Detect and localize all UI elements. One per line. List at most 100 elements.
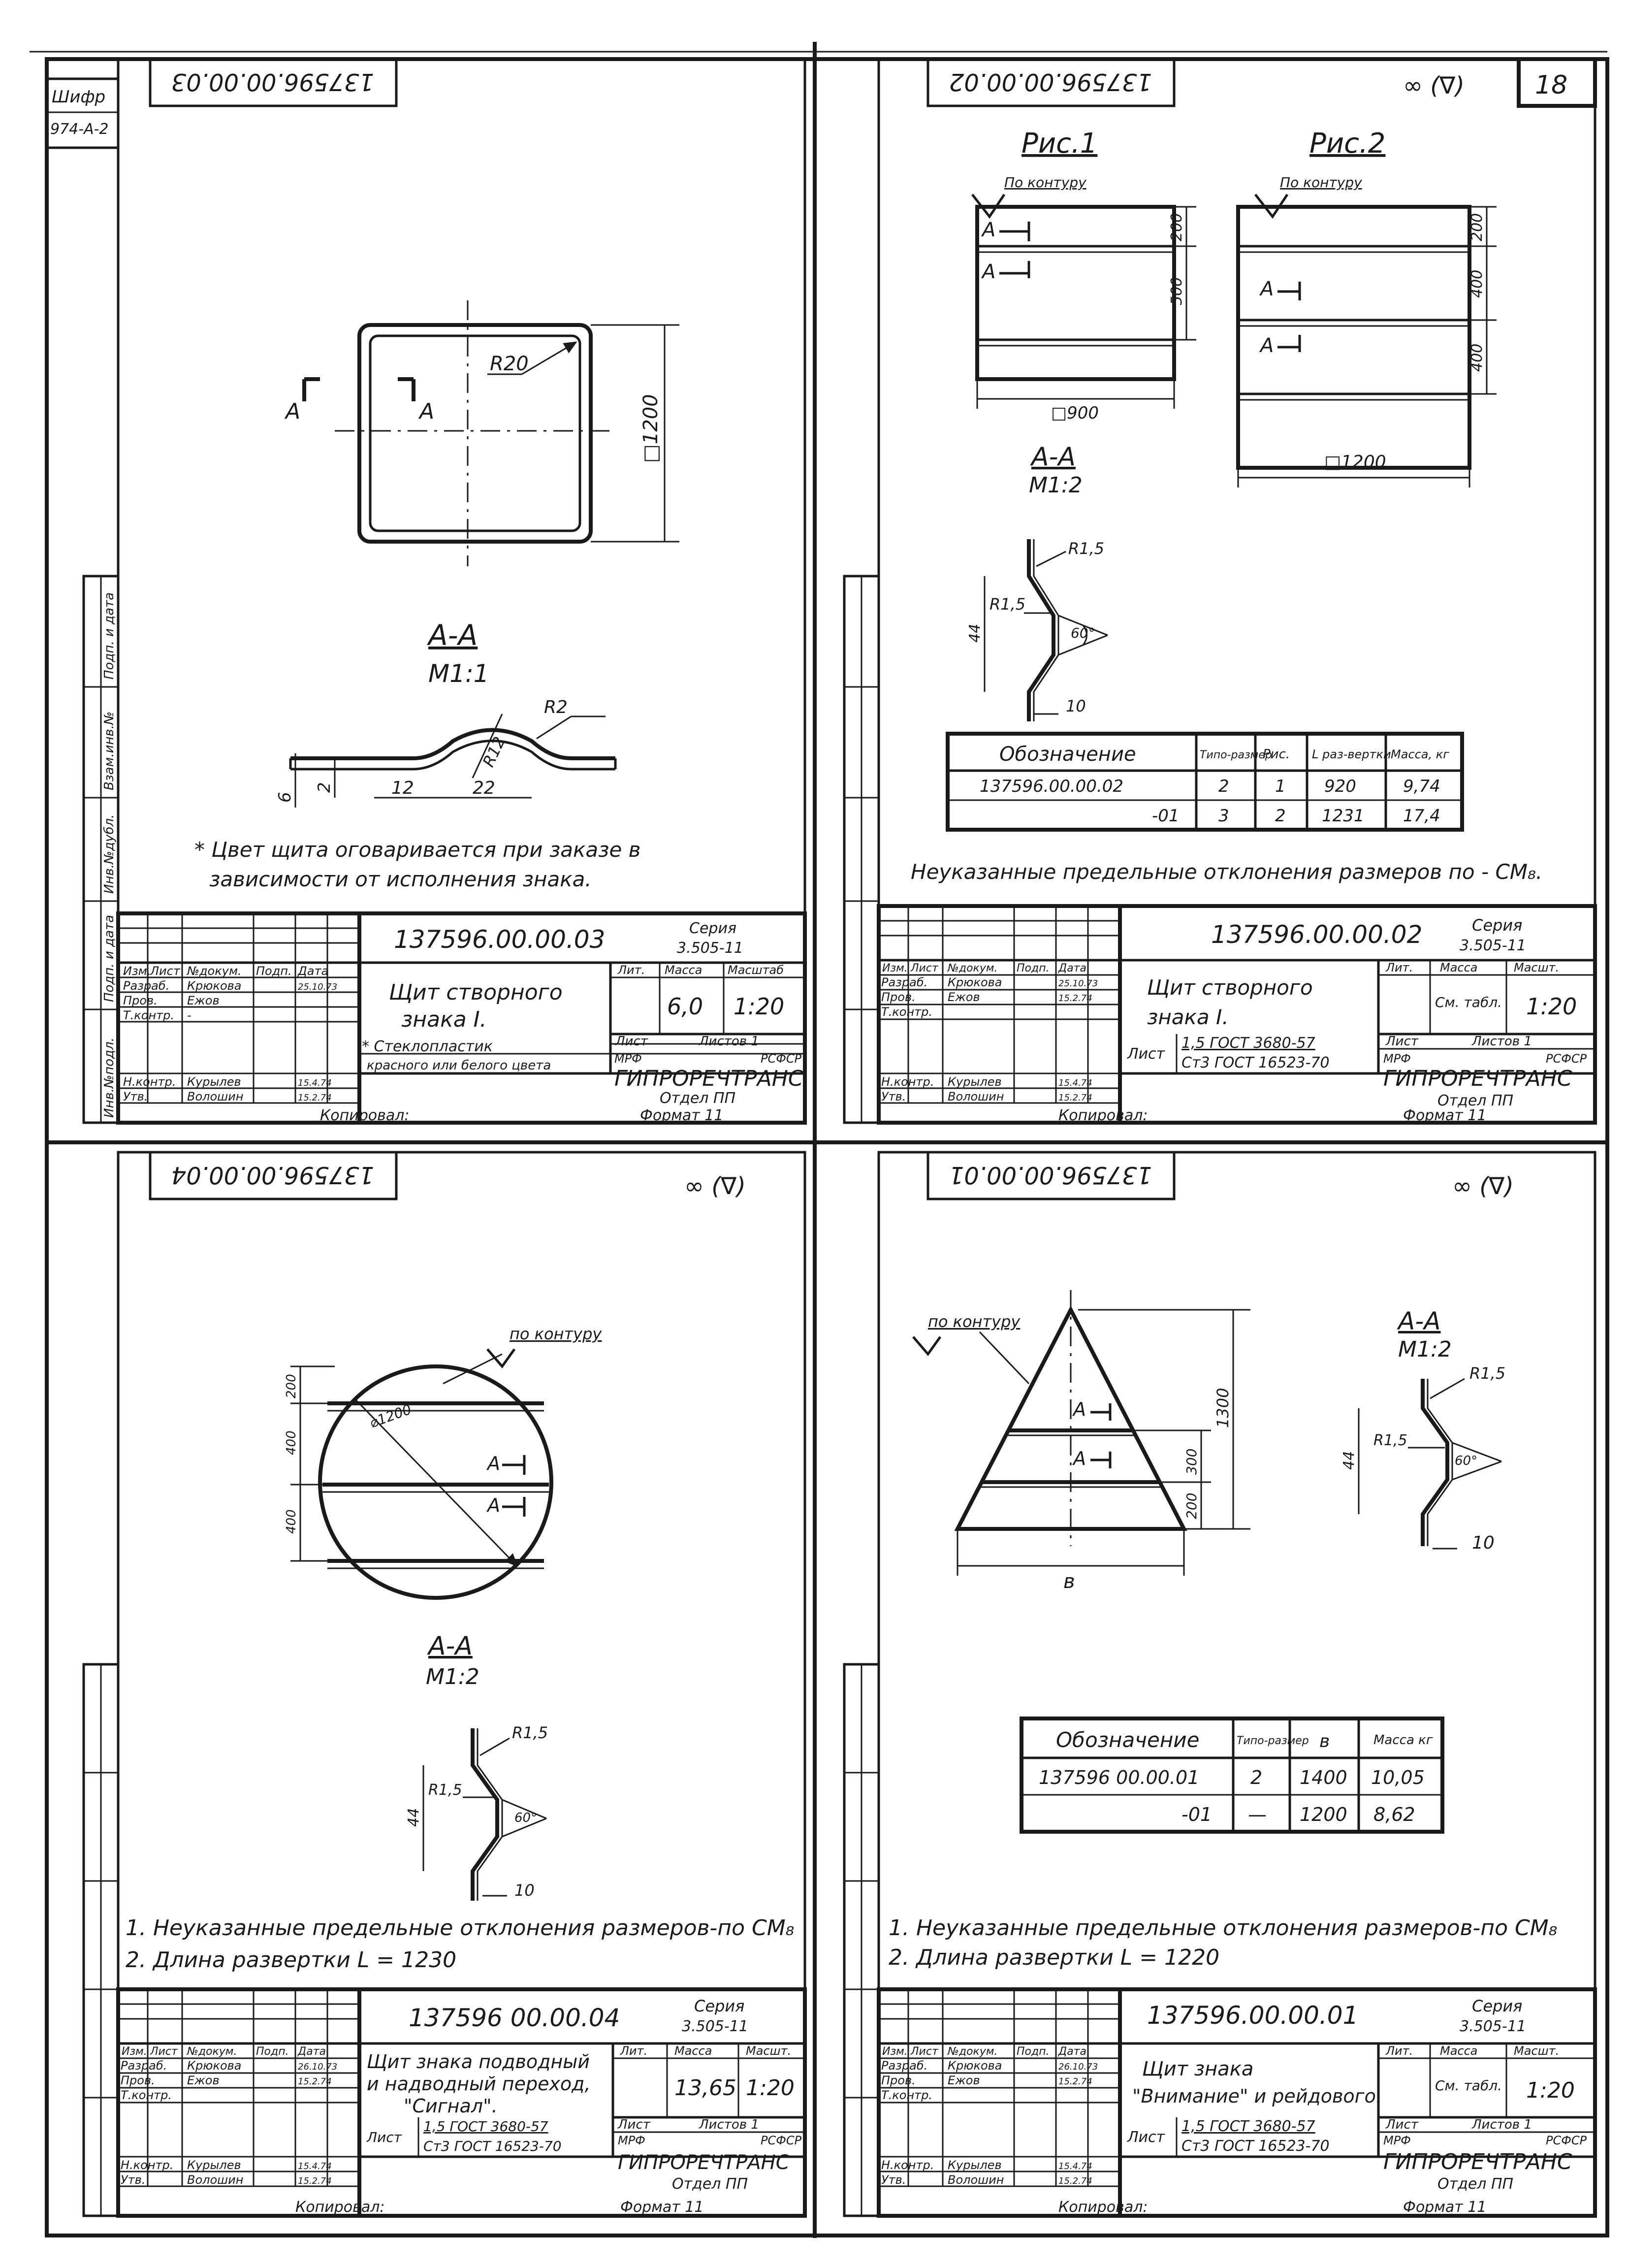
tl-dim-r12: R12	[479, 734, 509, 770]
br-tb-org4: Отдел ПП	[1437, 2175, 1513, 2193]
bl-sec-a1: А	[486, 1453, 500, 1474]
tr-dim-10: 10	[1066, 697, 1086, 715]
br-tb-lit: Лит.	[1385, 2044, 1413, 2058]
tr-tb-scale-h: Масшт.	[1514, 961, 1559, 974]
bl-tb-copied: Копировал:	[295, 2199, 385, 2216]
br-tb-title2: "Внимание" и рейдового.	[1132, 2085, 1382, 2107]
br-tb-sheet2: Лист	[1127, 2129, 1166, 2146]
bl-dim-44: 44	[405, 1808, 422, 1827]
br-tb-r-dev-date: 26.10.73	[1058, 2062, 1098, 2072]
br-tb-h-date: Дата	[1058, 2045, 1086, 2058]
bl-tb-mat1: 1,5 ГОСТ 3680-57	[423, 2118, 548, 2135]
tl-title-block: Изм. Лист №докум. Подп. Дата Разраб. Крю…	[116, 911, 807, 1125]
tr-spec-table: Обозначение Типо-размер Рис. L раз-вертк…	[946, 732, 1464, 832]
panel-top-left: 137596.00.00.03 А А R20 □1200 А-А М1:1 R…	[116, 58, 807, 1125]
bl-tb-scale-h: Масшт.	[746, 2044, 791, 2058]
tr-th-mass: Масса, кг	[1391, 747, 1449, 761]
br-view-scale: М1:2	[1398, 1337, 1452, 1362]
tr-tb-h-doc: №докум.	[947, 962, 997, 974]
tr-fig2-dim-200: 200	[1468, 213, 1486, 241]
tl-tb-sheet: Лист	[615, 1034, 648, 1049]
br-dim-1300: 1300	[1213, 1388, 1232, 1428]
bl-tb-r-appr: Утв.	[121, 2173, 145, 2187]
br-th-mass: Масса кг	[1373, 1733, 1433, 1748]
br-row2-size: —	[1248, 1804, 1267, 1825]
tr-tb-title2: знака I.	[1147, 1005, 1229, 1029]
br-tb-h-doc: №докум.	[947, 2045, 997, 2058]
br-tb-series: 3.505-11	[1460, 2018, 1526, 2035]
tl-sec-left: А	[284, 399, 300, 424]
tr-contour1: По контуру	[1004, 174, 1086, 191]
tl-tb-scale: 1:20	[734, 993, 784, 1020]
tr-view-title: А-А	[1030, 442, 1076, 472]
tr-tb-scale: 1:20	[1526, 993, 1577, 1020]
br-tb-format: Формат 11	[1403, 2199, 1486, 2216]
binder-strips: Подп. и дата Взам.инв.№ Инв.№дубл. Подп.…	[82, 575, 880, 2217]
tr-tb-r-ncon: Н.контр.	[881, 1075, 934, 1089]
br-tb-h-izm: Изм.	[882, 2045, 908, 2058]
tl-dim-2: 2	[315, 782, 334, 793]
bl-sec-a2: А	[486, 1494, 500, 1516]
tl-tb-h-date: Дата	[297, 964, 328, 978]
bl-tb-h-doc: №докум.	[187, 2045, 237, 2058]
tl-tb-h-izm: Изм.	[123, 964, 151, 978]
br-note-2: 2. Длина развертки L = 1220	[889, 1945, 1219, 1970]
tl-tb-format: Формат 11	[640, 1107, 723, 1124]
bl-dim-200: 200	[284, 1374, 299, 1398]
br-dim-r15a: R1,5	[1469, 1364, 1505, 1383]
bl-tb-title3: "Сигнал".	[404, 2095, 498, 2117]
bl-dim-10: 10	[514, 1881, 535, 1900]
bl-dim-400a: 400	[284, 1430, 299, 1455]
tr-tb-r-dev-name: Крюкова	[948, 975, 1002, 989]
bl-tb-h-list: Лист	[150, 2045, 178, 2058]
br-tb-doc: 137596.00.00.01	[1147, 2001, 1358, 2030]
bl-tb-r-ncon-date: 15.4.74	[298, 2161, 332, 2171]
tr-row2-des: -01	[1152, 806, 1180, 826]
br-row1-size: 2	[1250, 1767, 1262, 1788]
br-tb-r-chk-date: 15.2.74	[1058, 2076, 1092, 2087]
stamp-sign-date-2: Подп. и дата	[102, 915, 117, 1002]
tr-tb-series-label: Серия	[1472, 916, 1522, 935]
tr-tb-mass-h: Масса	[1440, 961, 1478, 974]
bl-tb-h-date: Дата	[297, 2045, 326, 2058]
bl-title-block: Изм. Лист №докум. Подп. Дата Разраб. Крю…	[116, 1987, 807, 2218]
tl-top-code: 137596.00.00.03	[171, 68, 374, 96]
stamp-inv-orig: Инв.№подл.	[102, 1037, 117, 1118]
bl-tb-doc: 137596 00.00.04	[409, 2004, 620, 2032]
tl-tb-org2: РСФСР	[761, 1052, 802, 1066]
bl-tb-org1: МРФ	[618, 2134, 645, 2147]
br-tb-r-dev: Разраб.	[881, 2059, 927, 2073]
bl-top-code: 137596.00.00.04	[171, 1161, 374, 1189]
tl-tb-doc: 137596.00.00.03	[394, 925, 605, 954]
tl-tb-r-dev: Разраб.	[123, 979, 169, 993]
tr-row2-mass: 17,4	[1403, 806, 1440, 826]
bl-tb-r-ncon-name: Курылев	[187, 2158, 241, 2172]
tr-tb-h-izm: Изм.	[882, 962, 908, 974]
tr-fig2-dim-1200: □1200	[1324, 452, 1386, 472]
stamp-dup-inv: Инв.№дубл.	[102, 814, 117, 894]
tr-tb-r-chk-date: 15.2.74	[1058, 993, 1092, 1004]
tr-title-block: Изм. Лист №докум. Подп. Дата Разраб. Крю…	[877, 904, 1597, 1125]
br-top-code: 137596.00.00.01	[949, 1161, 1152, 1189]
tl-sec-right: А	[418, 399, 434, 424]
br-tb-r-appr-name: Волошин	[948, 2173, 1004, 2187]
br-tb-mass: См. табл.	[1435, 2077, 1502, 2094]
tl-tb-title2: знака I.	[401, 1007, 487, 1032]
bl-tb-org2: РСФСР	[761, 2134, 802, 2147]
br-sec-a1: А	[1072, 1398, 1086, 1420]
tr-fig1-sec-a2: А	[981, 260, 995, 283]
sheet-number: 18	[1535, 70, 1567, 100]
tr-fig2: Рис.2	[1309, 128, 1385, 160]
br-dim-r15b: R1,5	[1373, 1432, 1407, 1449]
tl-tb-r-dev-name: Крюкова	[187, 979, 242, 993]
br-th-b: в	[1319, 1731, 1330, 1751]
tl-dim-r20: R20	[490, 353, 529, 375]
tr-contour2: По контуру	[1280, 174, 1362, 191]
tr-fig1-dim-500: 500	[1168, 277, 1185, 305]
tl-tb-org1: МРФ	[614, 1052, 642, 1066]
tl-tb-r-appr-name: Волошин	[187, 1090, 243, 1103]
tl-dim-22: 22	[473, 778, 495, 798]
tr-th-length: L раз-вертки	[1312, 747, 1391, 761]
tl-tb-scale-h: Масштаб	[728, 963, 784, 977]
br-tb-title1: Щит знака	[1142, 2058, 1253, 2080]
